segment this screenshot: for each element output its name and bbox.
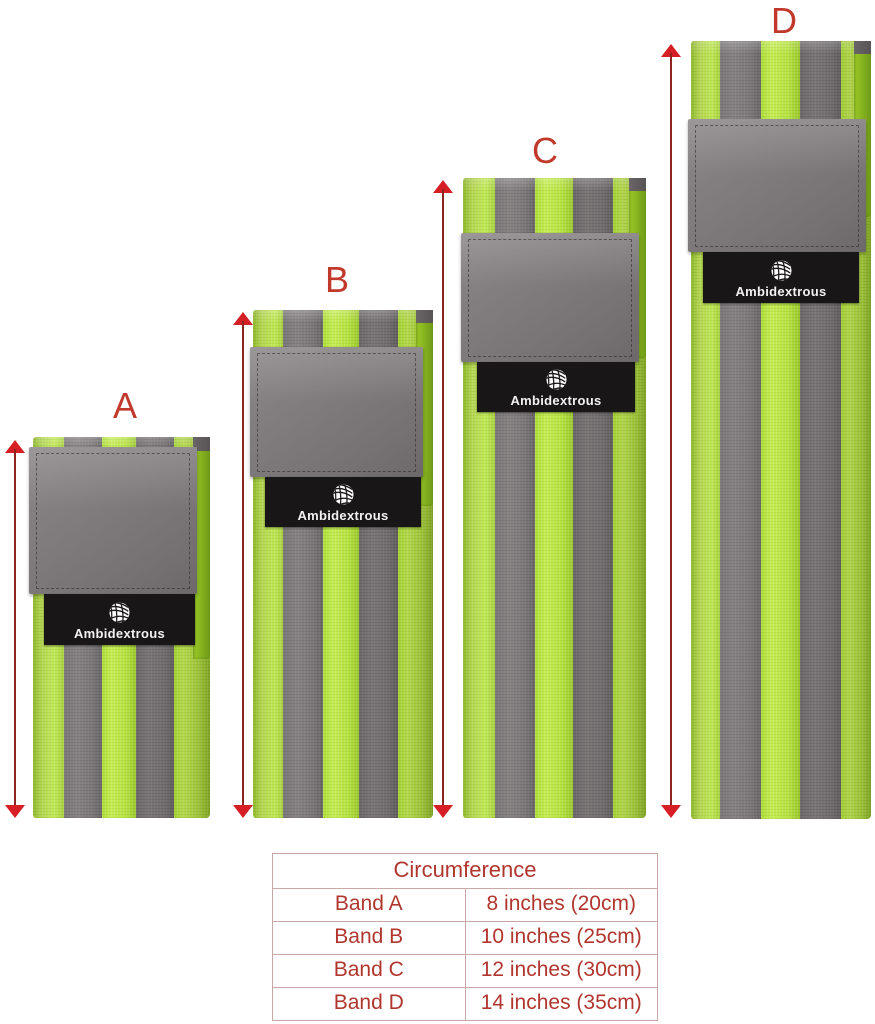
arrowhead-down-icon <box>433 805 453 818</box>
tail-grey-section <box>629 178 646 191</box>
arrow-shaft <box>14 449 16 809</box>
tail-grey-section <box>193 437 210 451</box>
arrowhead-up-icon <box>5 440 25 453</box>
band-a-wrap-tail <box>193 437 210 659</box>
band-d-reflective-flap[interactable] <box>688 119 866 252</box>
band-a-brand-label: Ambidextrous <box>44 594 195 645</box>
cell-band-size: 8 inches (20cm) <box>464 888 658 922</box>
band-c[interactable]: Ambidextrous <box>461 178 646 818</box>
band-c-reflective-flap[interactable] <box>461 233 639 362</box>
arrowhead-down-icon <box>5 805 25 818</box>
table-row: Band B 10 inches (25cm) <box>272 921 658 955</box>
table-row: Band A 8 inches (20cm) <box>272 888 658 922</box>
table-row: Band D 14 inches (35cm) <box>272 987 658 1021</box>
band-letter-d: D <box>771 0 797 41</box>
band-d[interactable]: Ambidextrous <box>688 41 871 819</box>
dimension-arrow-a <box>4 440 26 818</box>
band-letter-b: B <box>324 259 349 300</box>
dimension-arrow-d <box>660 44 682 818</box>
flap-stitching <box>695 125 859 247</box>
arrowhead-up-icon <box>433 180 453 193</box>
flap-stitching <box>257 353 416 472</box>
dimension-arrow-c <box>432 180 454 818</box>
arrow-shaft <box>670 53 672 809</box>
band-a[interactable]: Ambidextrous <box>29 437 210 818</box>
flap-stitching <box>36 453 190 589</box>
band-b[interactable]: Ambidextrous <box>250 310 433 818</box>
band-c-brand-label: Ambidextrous <box>477 362 635 412</box>
arrowhead-down-icon <box>233 805 253 818</box>
flap-stitching <box>468 239 632 357</box>
arrowhead-up-icon <box>233 312 253 325</box>
brand-name: Ambidextrous <box>73 625 165 641</box>
arrow-shaft <box>242 321 244 809</box>
brand-name: Ambidextrous <box>735 283 827 299</box>
striped-sphere-logo-icon <box>546 369 566 390</box>
band-b-reflective-flap[interactable] <box>250 347 423 477</box>
arrowhead-down-icon <box>661 805 681 818</box>
table-header-circumference: Circumference <box>272 853 658 889</box>
table-row: Band C 12 inches (30cm) <box>272 954 658 988</box>
band-d-brand-label: Ambidextrous <box>703 252 859 303</box>
tail-grey-section <box>416 310 433 323</box>
table-header-row: Circumference <box>272 853 658 889</box>
cell-band-name: Band C <box>272 954 466 988</box>
circumference-table: Circumference Band A 8 inches (20cm) Ban… <box>272 853 658 1021</box>
cell-band-size: 14 inches (35cm) <box>464 987 658 1021</box>
arrow-shaft <box>442 189 444 809</box>
cell-band-name: Band A <box>272 888 466 922</box>
band-letter-c: C <box>532 130 558 171</box>
striped-sphere-logo-icon <box>109 602 130 622</box>
striped-sphere-logo-icon <box>333 484 353 505</box>
cell-band-name: Band B <box>272 921 466 955</box>
cell-band-name: Band D <box>272 987 466 1021</box>
cell-band-size: 12 inches (30cm) <box>464 954 658 988</box>
band-a-reflective-flap[interactable] <box>29 447 197 594</box>
cell-band-size: 10 inches (25cm) <box>464 921 658 955</box>
brand-name: Ambidextrous <box>510 393 602 408</box>
band-letter-a: A <box>112 385 137 426</box>
tail-grey-section <box>854 41 871 54</box>
striped-sphere-logo-icon <box>771 260 791 280</box>
arrowhead-up-icon <box>661 44 681 57</box>
brand-name: Ambidextrous <box>297 508 389 523</box>
band-b-brand-label: Ambidextrous <box>265 477 421 527</box>
dimension-arrow-b <box>232 312 254 818</box>
